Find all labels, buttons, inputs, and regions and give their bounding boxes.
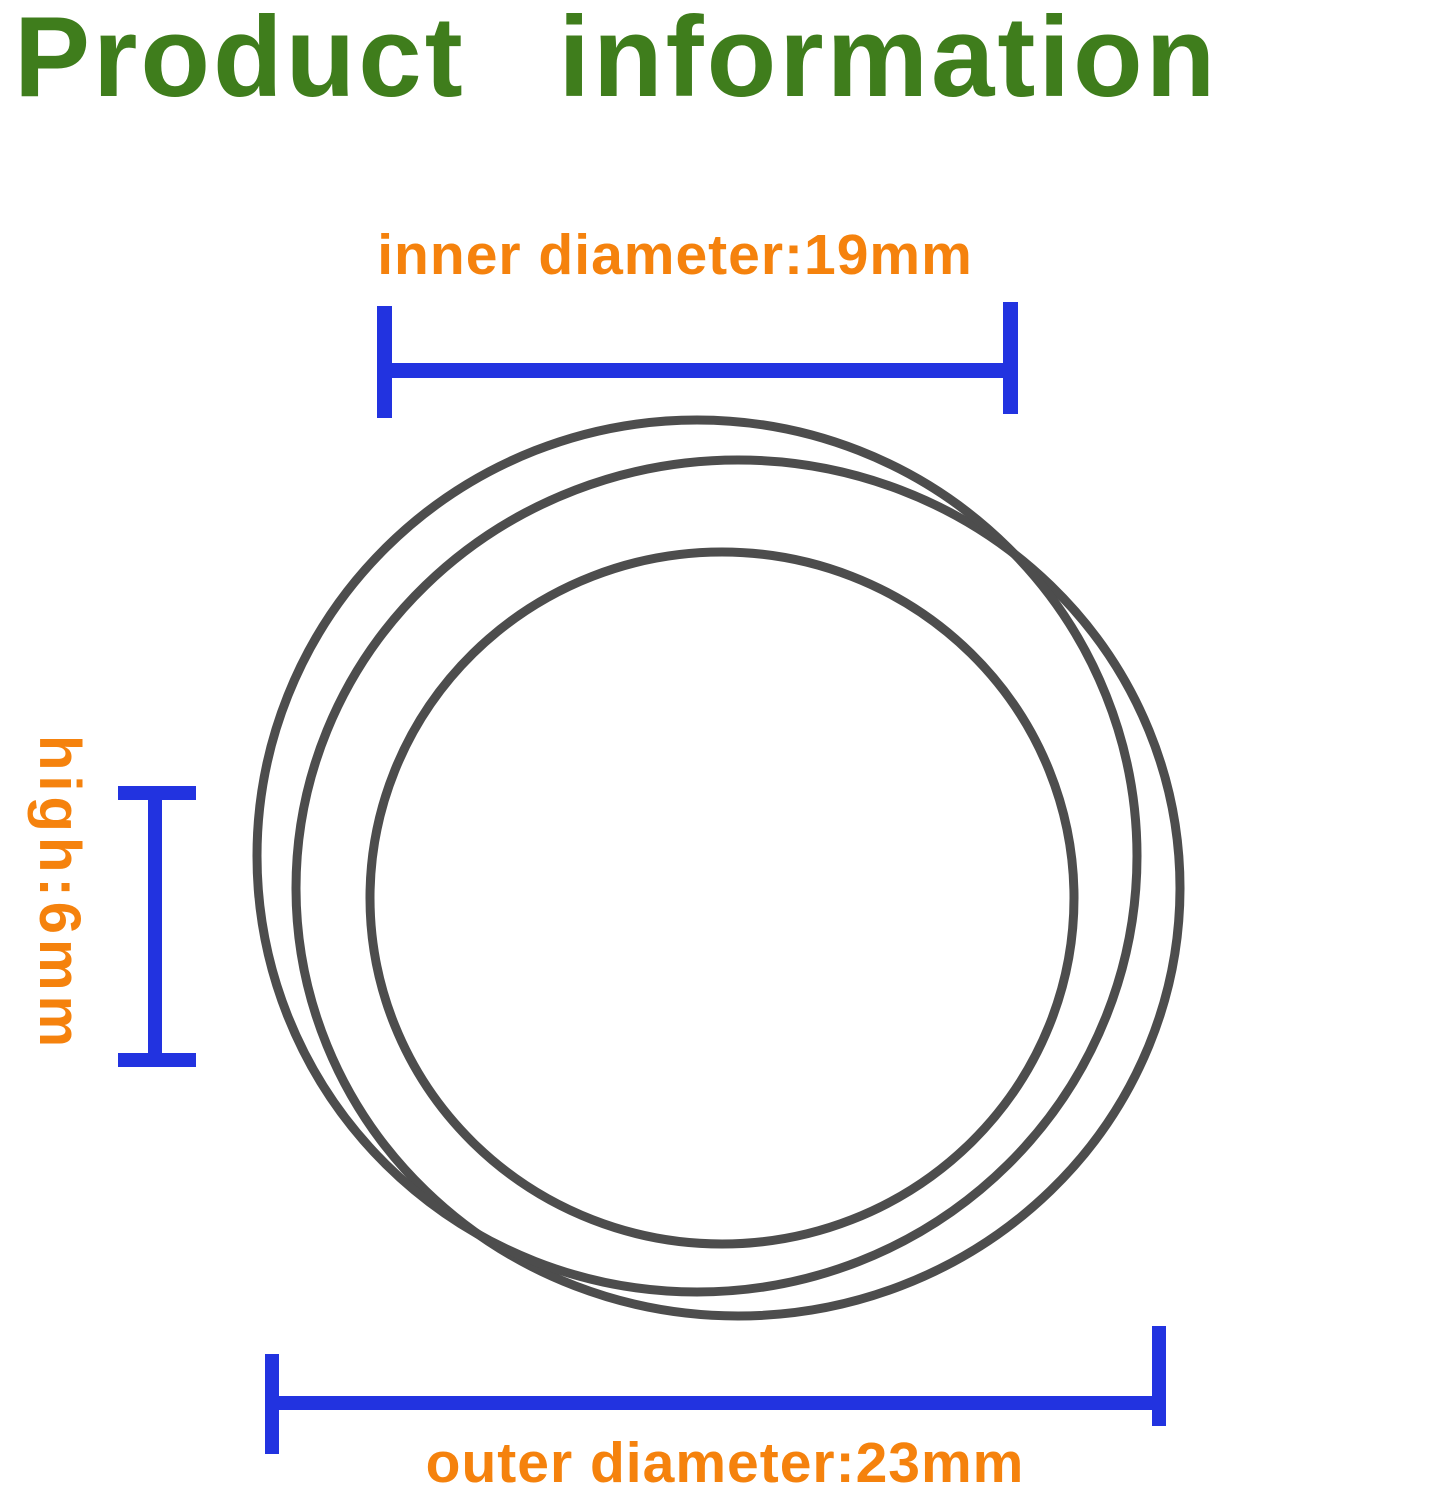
height-dimension-bottom-cap — [118, 1053, 196, 1067]
outer-diameter-label: outer diameter:23mm — [425, 1431, 1025, 1495]
inner-diameter-dimension-right-cap — [1003, 302, 1018, 414]
outer-diameter-dimension-right-cap — [1152, 1326, 1166, 1426]
page-title: Product information — [14, 0, 1219, 121]
inner-diameter-label: inner diameter:19mm — [377, 223, 973, 287]
inner-diameter-dimension-line — [388, 363, 1008, 378]
height-label: high:6mm — [27, 735, 92, 1053]
ring-back-outline — [291, 455, 1185, 1321]
outer-diameter-dimension-line — [272, 1396, 1162, 1410]
ring-inner-outline — [365, 547, 1079, 1249]
height-dimension-line — [148, 795, 162, 1067]
inner-diameter-dimension-left-cap — [377, 306, 392, 418]
height-dimension-top-cap — [118, 786, 196, 800]
ring-outer-outline — [252, 415, 1142, 1297]
